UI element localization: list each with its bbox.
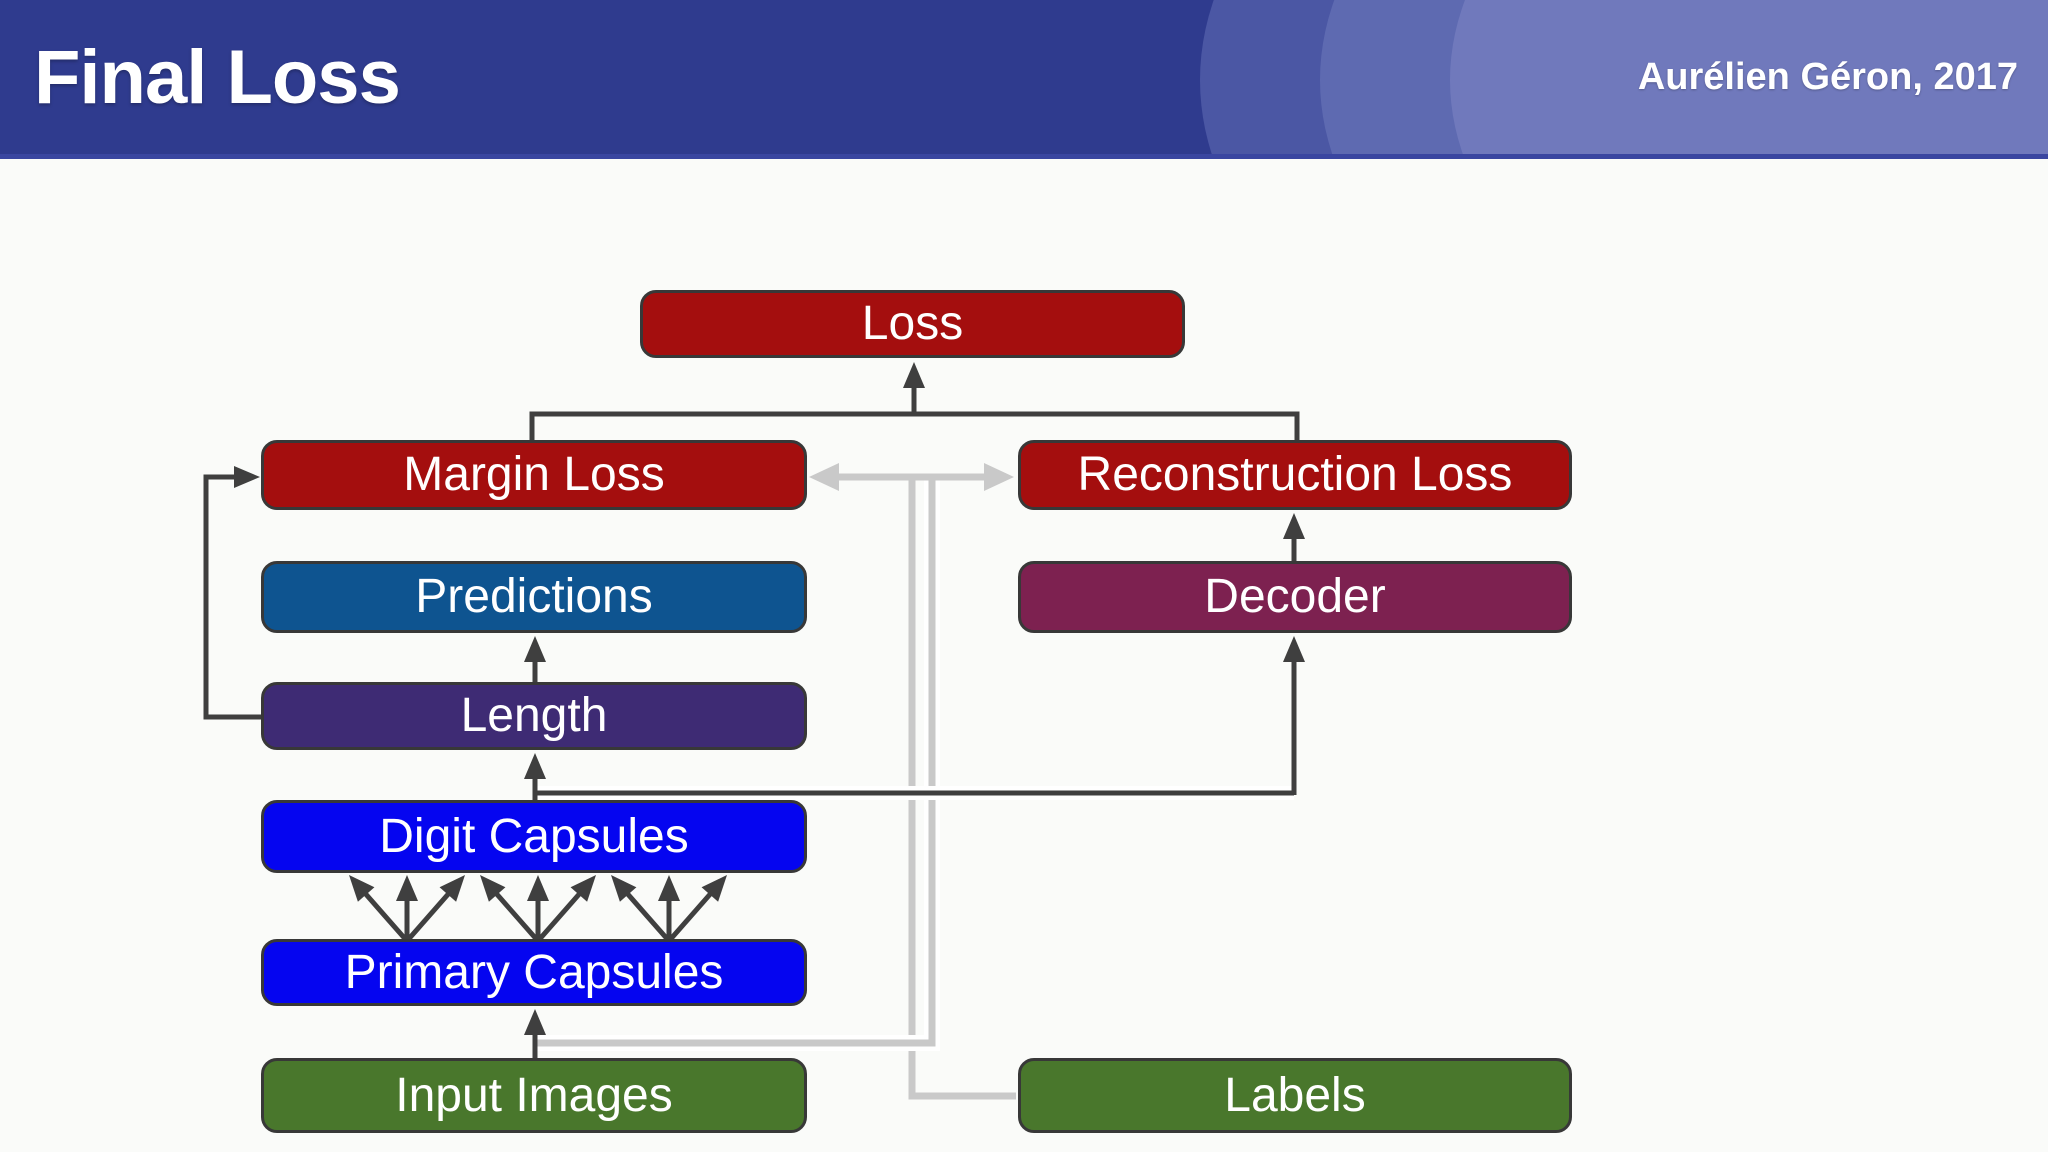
arrow-input-to-primary — [524, 1009, 546, 1035]
header-banner: Final Loss Aurélien Géron, 2017 — [0, 0, 2048, 154]
box-label-reconstruction-loss: Reconstruction Loss — [1077, 448, 1513, 501]
arrow-fan-right — [701, 875, 727, 902]
arrow-decoder-to-reconstruction — [1283, 513, 1305, 539]
box-digit-capsules: Digit Capsules — [261, 800, 807, 873]
arrow-fan-center — [527, 875, 549, 901]
box-label-decoder: Decoder — [1204, 570, 1386, 623]
box-loss: Loss — [640, 290, 1185, 358]
arrow-fan-left — [349, 875, 375, 902]
box-label-digit-capsules: Digit Capsules — [379, 809, 689, 863]
arrow-feedback-into-margin-loss — [234, 466, 260, 488]
arrow-fan-right — [439, 875, 465, 902]
line-length-feedback-to-margin — [203, 474, 261, 720]
box-label-length: Length — [460, 689, 608, 742]
line-labels-to-margin-loss — [908, 477, 1016, 1100]
box-label-input-images: Input Images — [395, 1068, 673, 1122]
bracket-margin-reconstruction — [529, 411, 1300, 441]
arrow-length-to-predictions — [524, 636, 546, 662]
box-predictions: Predictions — [261, 561, 807, 633]
arrow-fan-center — [658, 875, 680, 901]
box-label-predictions: Predictions — [415, 570, 653, 623]
box-label-margin-loss: Margin Loss — [403, 448, 665, 501]
arrow-fan-center — [396, 875, 418, 901]
arrow-fan-right — [570, 875, 596, 902]
arrow-to-loss — [903, 362, 925, 388]
arrow-up-into-decoder — [1283, 636, 1305, 662]
header-swoosh-graphic — [0, 0, 2048, 154]
arrowhead-into-reconstruction-left — [984, 463, 1014, 491]
arrow-digit-to-length — [524, 753, 546, 779]
swoosh-ellipse-3 — [1450, 0, 2048, 154]
box-primary-capsules: Primary Capsules — [261, 939, 807, 1006]
box-length: Length — [261, 682, 807, 750]
banner-underline — [0, 154, 2048, 159]
line-input-to-reconstruction — [535, 477, 936, 1047]
box-margin-loss: Margin Loss — [261, 440, 807, 510]
box-label-labels: Labels — [1224, 1068, 1366, 1122]
box-input-images: Input Images — [261, 1058, 807, 1133]
box-decoder: Decoder — [1018, 561, 1572, 633]
box-reconstruction-loss: Reconstruction Loss — [1018, 440, 1572, 510]
box-labels: Labels — [1018, 1058, 1572, 1133]
box-label-loss: Loss — [861, 297, 964, 350]
arrow-fan-left — [480, 875, 506, 902]
attribution-text: Aurélien Géron, 2017 — [1637, 55, 2018, 98]
box-label-primary-capsules: Primary Capsules — [344, 945, 724, 999]
arrow-fan-left — [611, 875, 637, 902]
page-title: Final Loss — [34, 34, 401, 120]
arrowhead-into-margin-loss-right — [809, 463, 839, 491]
